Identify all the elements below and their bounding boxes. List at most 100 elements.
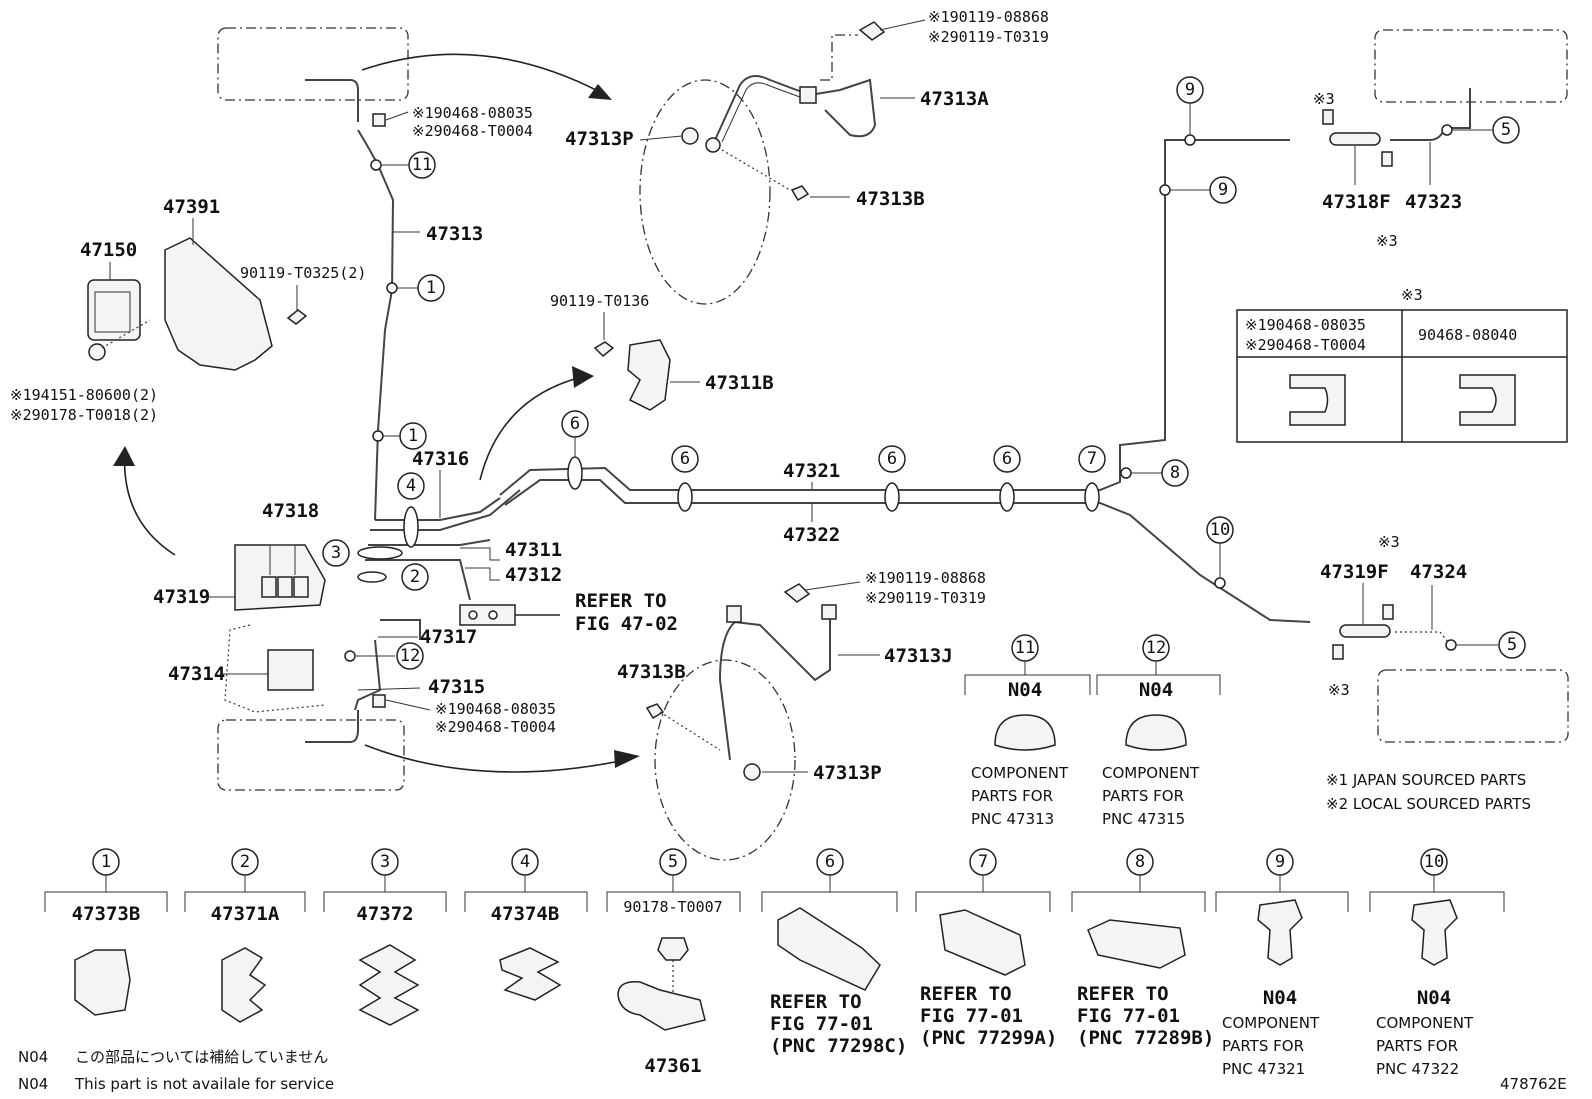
hose-fitting-bottom-right: [821, 604, 837, 620]
clamp-item-1-bracket: [44, 875, 168, 912]
label-47315: 47315: [428, 676, 485, 698]
clamp-item-3: 3 47372: [323, 848, 447, 1026]
grommet-12-code: N04: [1139, 679, 1173, 701]
clamp-item-1-part: 47373B: [72, 903, 141, 925]
label-90468-08035-bot: ※190468-08035: [435, 700, 556, 718]
clamp-point-8: [1120, 467, 1132, 479]
hose-47313A: [714, 75, 877, 141]
dotted-outline-47314: [224, 624, 326, 713]
callout-4-text: 4: [406, 476, 416, 496]
valve-body: [94, 291, 131, 333]
mc-port-a: [468, 610, 478, 620]
clamp-item-7-shape: [939, 909, 1026, 976]
vehicle-area-frame-bottom-left: [217, 719, 405, 791]
pipe-bundle-d: [365, 559, 471, 601]
grommet-11-l3: PNC 47313: [971, 810, 1054, 828]
callout-12-left-text: 12: [400, 646, 420, 666]
clamp-item-9-bracket: [1215, 875, 1349, 912]
clamp-item-6-l2: FIG 77-01: [770, 1013, 873, 1035]
label-47313: 47313: [426, 223, 483, 245]
valve-b: [277, 576, 293, 598]
clip-table-col1-line1: ※190468-08035: [1245, 316, 1366, 334]
clamp-item-9-code: N04: [1263, 987, 1297, 1009]
hose-47313A-outer: [721, 82, 809, 143]
clamp-item-6-l3: (PNC 77298C): [770, 1035, 907, 1057]
callout-8-text: 8: [1170, 463, 1180, 483]
clamp-item-10-shape: [1411, 899, 1458, 966]
callout-10-top-text: 10: [1210, 520, 1230, 540]
callout-11-grommet-text: 11: [1015, 638, 1035, 658]
valve-a: [261, 576, 277, 598]
clamp-6d: [999, 482, 1015, 512]
clamp-item-8-l1: REFER TO: [1077, 983, 1169, 1005]
figure-code: 478762E: [1500, 1075, 1567, 1093]
clamp-item-10: 10 N04 COMPONENT PARTS FOR PNC 47322: [1369, 848, 1505, 1078]
bracket-47311B: [627, 339, 671, 411]
clip-table-title: ※3: [1401, 286, 1423, 304]
clamp-item-6-l1: REFER TO: [770, 991, 862, 1013]
clamp-item-10-code: N04: [1417, 987, 1451, 1009]
leader-47318: [269, 544, 296, 575]
note-local-sourced: ※2 LOCAL SOURCED PARTS: [1326, 795, 1531, 813]
clamp-2: [357, 571, 387, 583]
clip-top-left: [372, 113, 386, 127]
clamp-item-6-num: 6: [825, 852, 835, 872]
callout-10-top: [1206, 516, 1234, 544]
clamp-item-9-shape: [1257, 899, 1303, 966]
arrow-to-47311B: [479, 377, 579, 481]
bolt-90119-t0136: [593, 341, 615, 358]
clamp-item-6-bracket: [761, 875, 898, 912]
label-47318: 47318: [262, 500, 319, 522]
clamp-6c: [884, 482, 900, 512]
clamp-item-2-shape: [221, 947, 267, 1023]
callout-9-b: [1209, 176, 1237, 204]
callout-6-b: [671, 445, 699, 473]
clamp-item-4: 4 47374B: [464, 848, 588, 1001]
clip-x3-c: [1382, 604, 1394, 620]
callout-7-text: 7: [1087, 449, 1097, 469]
clamp-item-7-l2: FIG 77-01: [920, 1005, 1023, 1027]
callout-5-a: [1492, 116, 1520, 144]
callout-5-b-text: 5: [1507, 635, 1517, 655]
clamp-point-5b: [1445, 639, 1457, 651]
clamp-item-1: 1 47373B: [44, 848, 168, 1016]
callout-3: [322, 539, 350, 567]
callout-12-left: [396, 642, 424, 670]
label-47311B: 47311B: [705, 372, 774, 394]
arrow-head-47311B: [572, 366, 594, 388]
leader-47311: [460, 547, 500, 561]
callout-6-d: [993, 445, 1021, 473]
label-47321: 47321: [783, 460, 840, 482]
clamp-item-9: 9 N04 COMPONENT PARTS FOR PNC 47321: [1215, 848, 1349, 1078]
hose-stub-top-left: [305, 79, 359, 122]
pipe-47324: [1395, 631, 1449, 643]
leader-47315: [357, 687, 421, 691]
callout-9-b-text: 9: [1218, 180, 1228, 200]
bolt-47313B-top: [790, 185, 810, 202]
callout-12-grommet-text: 12: [1146, 638, 1166, 658]
wheel-area-bottom: [654, 659, 796, 861]
clamp-item-10-l3: PNC 47322: [1376, 1060, 1459, 1078]
clamp-point-1a: [386, 282, 398, 294]
callout-4: [397, 472, 425, 500]
clamp-item-4-shape: [499, 947, 562, 1001]
grommet-12-l1: COMPONENT: [1102, 764, 1200, 782]
leader-08868-top: [879, 19, 926, 31]
label-47322: 47322: [783, 524, 840, 546]
clamp-item-3-part: 47372: [356, 903, 413, 925]
bracket-11: [964, 661, 1091, 695]
label-x3-b: ※3: [1376, 232, 1398, 250]
clamp-3: [357, 546, 403, 560]
clamp-item-6-shape: [777, 907, 881, 991]
bracket-47314: [267, 649, 314, 691]
clamp-item-7-bracket: [915, 875, 1051, 912]
pipe-bundle-e: [380, 619, 421, 640]
label-x3-a: ※3: [1313, 90, 1335, 108]
callout-2-text: 2: [410, 567, 420, 587]
clamp-item-3-bracket: [323, 875, 447, 912]
clip-table-col2: 90468-08040: [1418, 326, 1517, 344]
label-47318F: 47318F: [1322, 191, 1391, 213]
label-90119-t0136: 90119-T0136: [550, 292, 649, 310]
callout-6-b-text: 6: [680, 449, 690, 469]
clip-shape-a: [1289, 374, 1346, 426]
